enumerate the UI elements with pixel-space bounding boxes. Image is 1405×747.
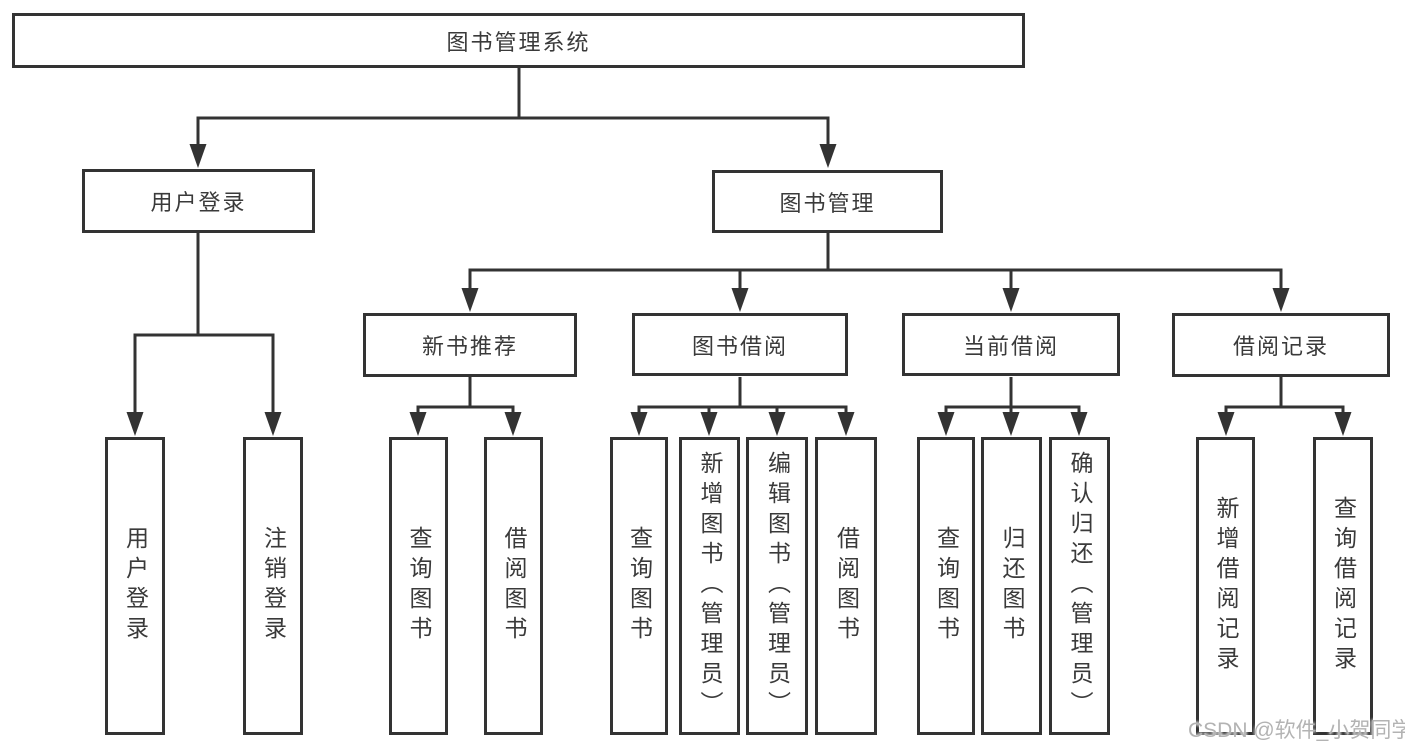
node-leaf-query-books: 查询图书: [610, 437, 668, 735]
arrow-down-icon: [1217, 412, 1235, 436]
node-root-system: 图书管理系统: [12, 13, 1025, 68]
arrow-down-icon: [1272, 288, 1290, 312]
connector-borrow-records-bracket: [1224, 405, 1345, 413]
arrow-down-icon: [264, 412, 282, 436]
node-leaf-logout: 注销登录: [243, 437, 303, 735]
node-leaf-return-books: 归还图书: [981, 437, 1042, 735]
node-leaf-borrow-books: 借阅图书: [484, 437, 543, 735]
node-label: 借阅记录: [1232, 334, 1329, 359]
node-leaf-user-login: 用户登录: [105, 437, 165, 735]
connector-user-login-bracket: [133, 333, 275, 412]
node-current-borrow: 当前借阅: [902, 313, 1120, 376]
node-leaf-add-borrow-record: 新增借阅记录: [1196, 437, 1255, 735]
node-label: 用户登录: [122, 526, 149, 646]
arrow-down-icon: [504, 412, 522, 436]
node-leaf-edit-books-admin: 编辑图书（管理员）: [746, 437, 808, 735]
node-leaf-query-books: 查询图书: [917, 437, 975, 735]
node-new-book-recommend: 新书推荐: [363, 313, 577, 377]
connector-book-mgmt-bracket: [468, 268, 1283, 289]
arrow-down-icon: [126, 412, 144, 436]
node-label: 确认归还（管理员）: [1067, 451, 1093, 721]
arrow-down-icon: [1002, 288, 1020, 312]
node-book-borrow: 图书借阅: [632, 313, 848, 376]
node-label: 新增图书（管理员）: [697, 451, 723, 721]
node-leaf-add-books-admin: 新增图书（管理员）: [679, 437, 740, 735]
node-label: 编辑图书（管理员）: [764, 451, 791, 721]
arrowheads: [126, 144, 1352, 436]
node-label: 图书管理系统: [446, 29, 591, 55]
node-label: 借阅图书: [833, 526, 860, 646]
arrow-down-icon: [189, 144, 207, 168]
csdn-watermark: CSDN @软件_小贺同学: [1188, 719, 1405, 742]
arrow-down-icon: [1070, 412, 1088, 436]
arrow-down-icon: [630, 412, 648, 436]
node-borrow-records: 借阅记录: [1172, 313, 1390, 377]
node-label: 查询图书: [406, 526, 432, 646]
node-label: 查询图书: [626, 526, 653, 646]
node-leaf-query-books: 查询图书: [389, 437, 448, 735]
node-label: 当前借阅: [962, 333, 1059, 359]
connector-root-bracket: [196, 116, 830, 146]
node-label: 注销登录: [260, 526, 287, 646]
arrow-down-icon: [819, 144, 837, 168]
node-label: 图书管理: [779, 190, 876, 216]
node-leaf-query-borrow-record: 查询借阅记录: [1313, 437, 1373, 735]
arrow-down-icon: [1002, 412, 1020, 436]
node-label: 用户登录: [150, 190, 247, 215]
arrow-down-icon: [461, 288, 479, 312]
node-label: 借阅图书: [501, 526, 527, 646]
node-book-management: 图书管理: [712, 170, 943, 233]
arrow-down-icon: [409, 412, 427, 436]
arrow-down-icon: [768, 412, 786, 436]
node-label: 新书推荐: [421, 334, 518, 359]
node-label: 新增借阅记录: [1213, 496, 1239, 676]
connector-book-borrow-bracket: [637, 405, 848, 413]
node-user-login: 用户登录: [82, 169, 315, 233]
node-label: 图书借阅: [691, 333, 788, 359]
arrow-down-icon: [1334, 412, 1352, 436]
arrow-down-icon: [937, 412, 955, 436]
connector-new-book-bracket: [416, 405, 515, 413]
node-leaf-confirm-return-admin: 确认归还（管理员）: [1049, 437, 1110, 735]
node-label: 查询图书: [933, 526, 960, 646]
node-label: 查询借阅记录: [1330, 496, 1357, 676]
arrow-down-icon: [837, 412, 855, 436]
arrow-down-icon: [731, 288, 749, 312]
arrow-down-icon: [700, 412, 718, 436]
node-label: 归还图书: [999, 526, 1025, 646]
node-leaf-borrow-books: 借阅图书: [815, 437, 877, 735]
